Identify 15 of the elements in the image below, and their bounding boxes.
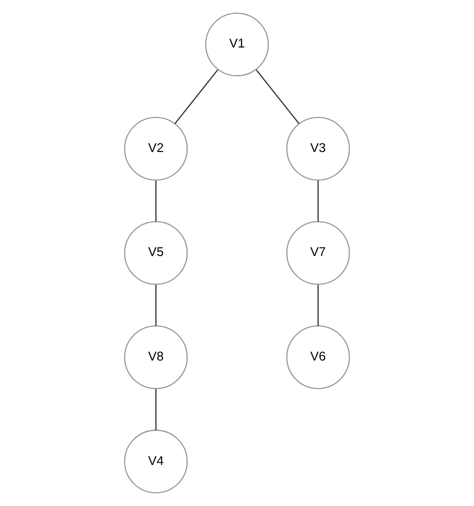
- connector: [318, 180, 319, 222]
- node-circle: V7: [286, 221, 350, 285]
- node-circle: V8: [124, 325, 188, 390]
- connector: [155, 284, 156, 326]
- node-circle: V2: [124, 116, 188, 181]
- node-circle: V6: [286, 325, 350, 390]
- node-circle: V1: [205, 12, 269, 76]
- connector: [174, 69, 218, 124]
- node-circle: V5: [124, 221, 188, 285]
- connector: [155, 389, 156, 430]
- node-circle: V3: [286, 116, 350, 181]
- connector: [155, 180, 156, 222]
- node-circle: V4: [124, 430, 188, 494]
- connector: [256, 69, 300, 124]
- connector: [318, 284, 319, 326]
